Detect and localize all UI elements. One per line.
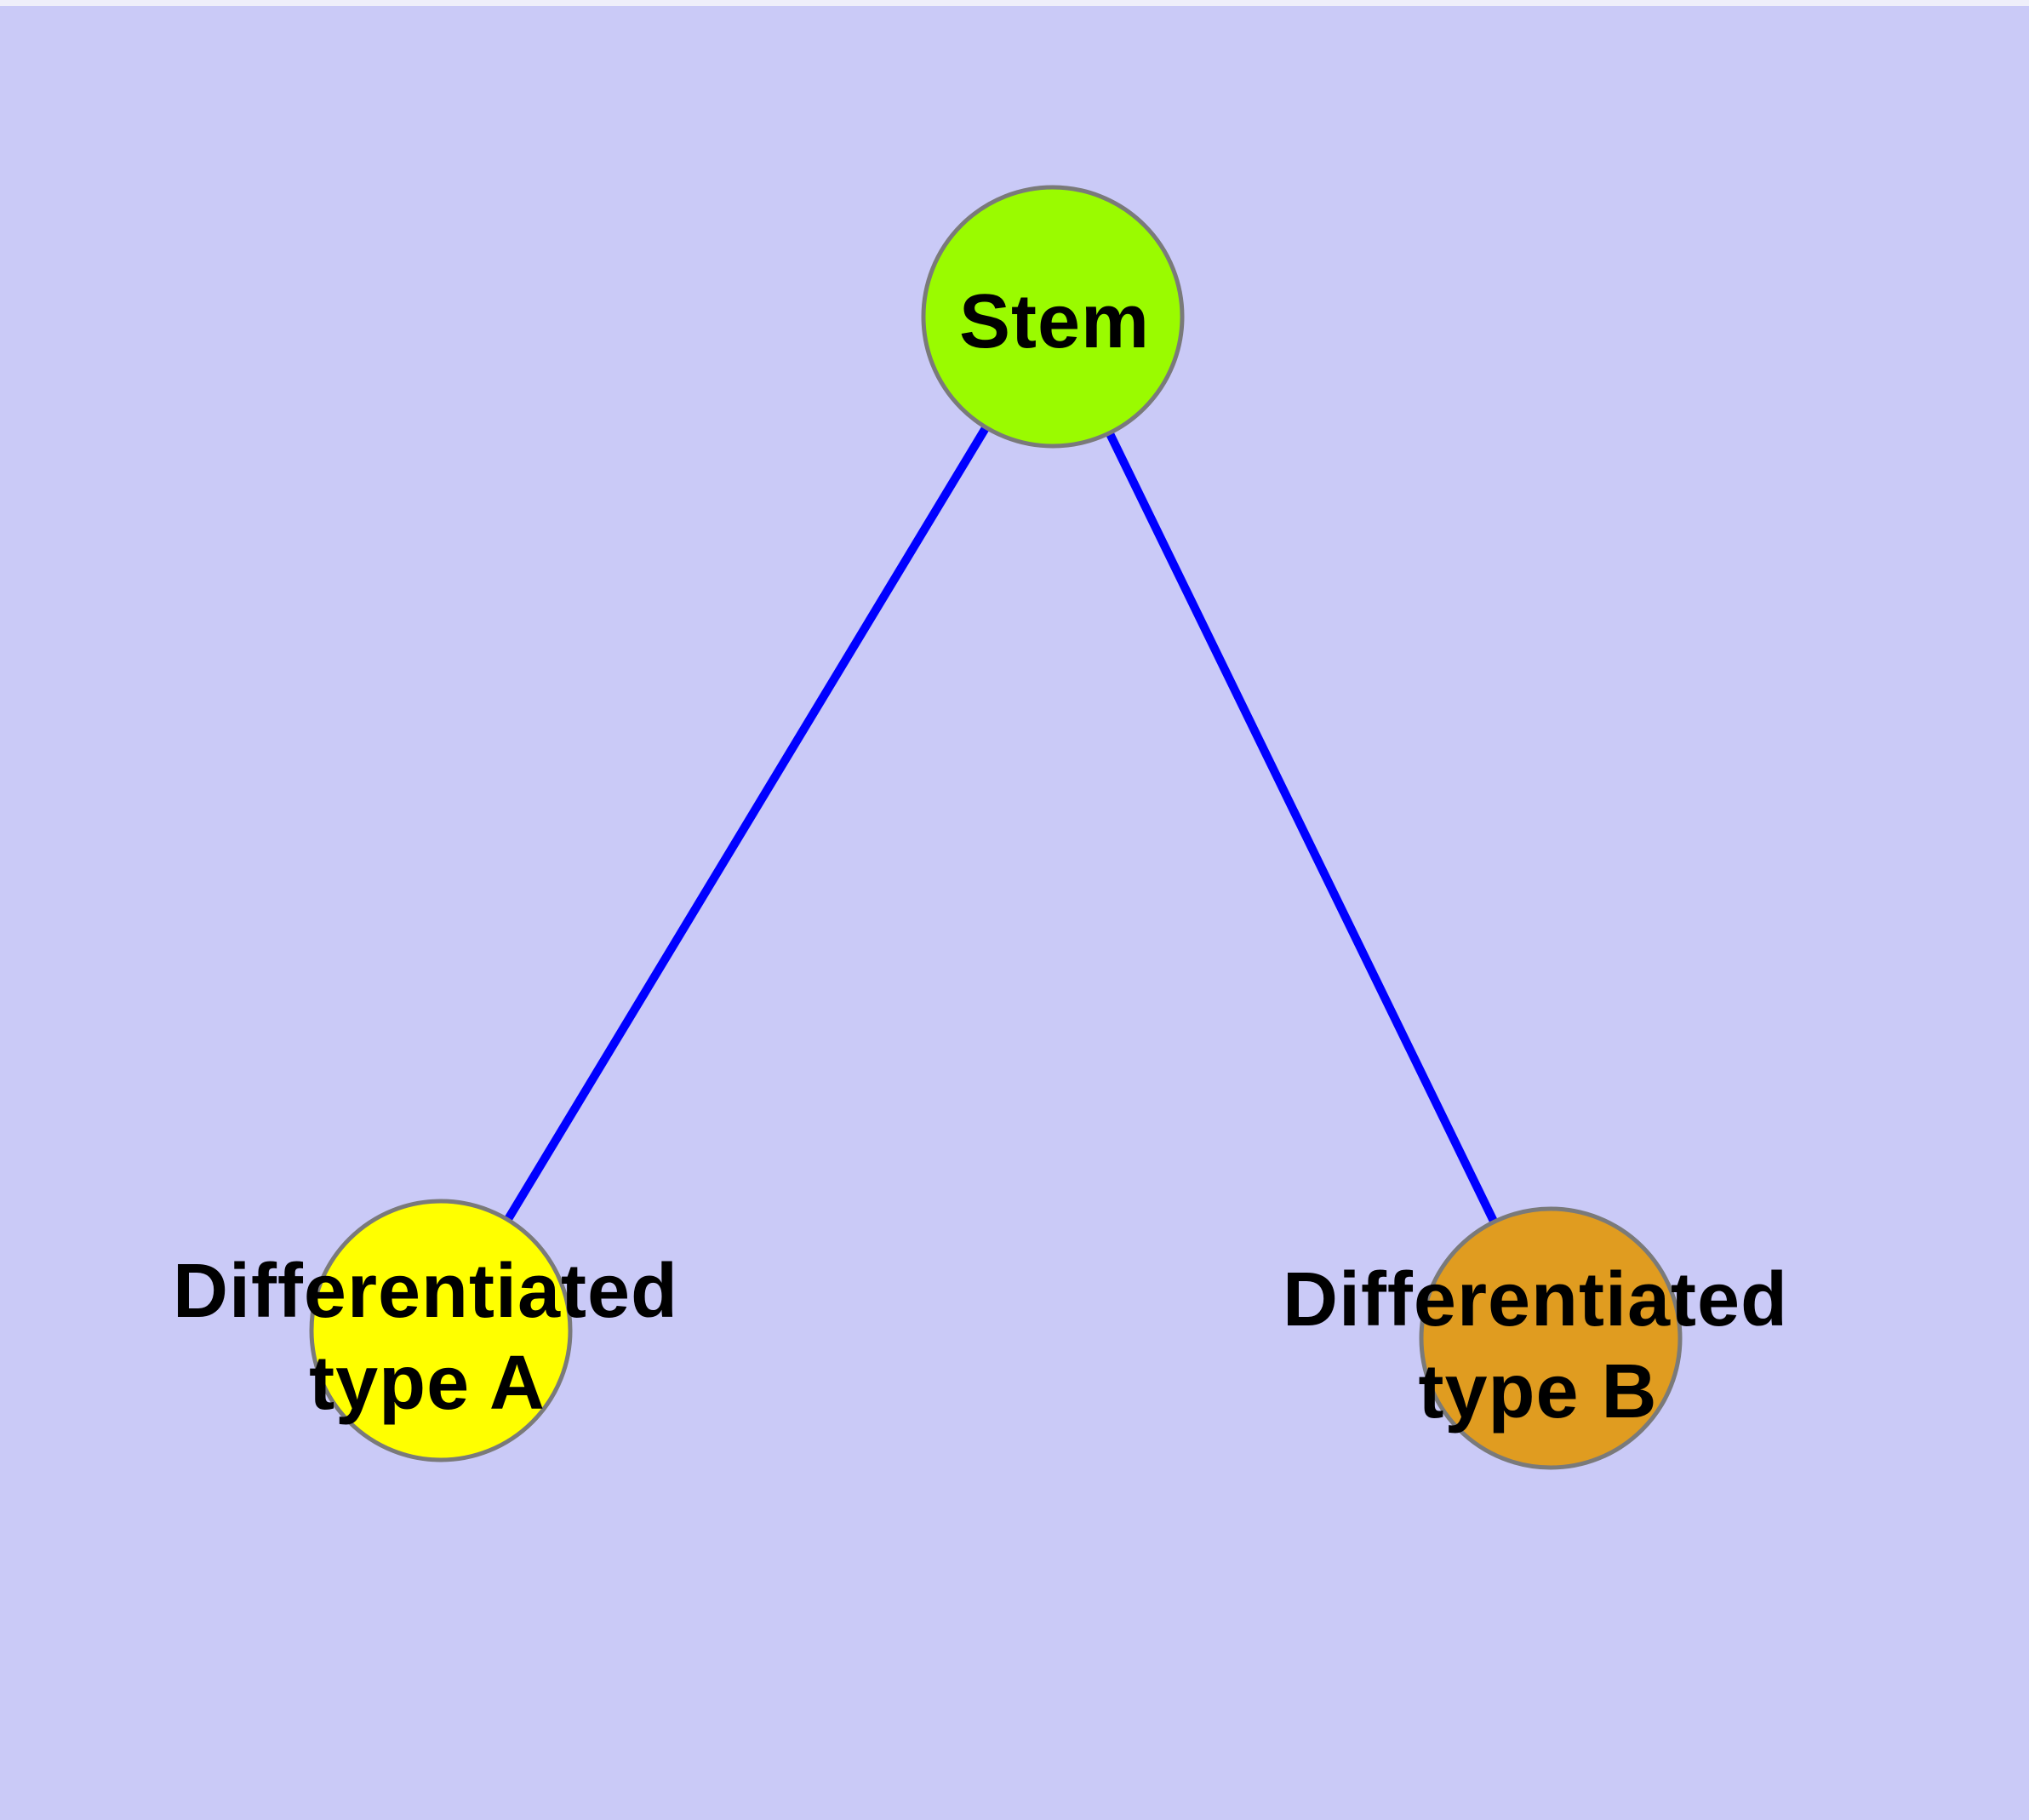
node-type-a-label-line2: type A (309, 1341, 546, 1426)
node-type-b-circle (1419, 1206, 1683, 1470)
edge-stem-to-type-b (1049, 314, 1555, 1341)
top-margin-strip (0, 0, 2029, 6)
node-type-a-circle (309, 1199, 573, 1462)
node-stem-label: Stem (959, 279, 1150, 364)
edge-stem-to-type-a (437, 314, 1057, 1333)
node-stem-circle (921, 185, 1185, 449)
node-type-a-label-line1: Differentiated (173, 1249, 678, 1334)
node-type-b-label-line1: Differentiated (1283, 1257, 1788, 1342)
node-type-b-label-line2: type B (1418, 1349, 1657, 1434)
